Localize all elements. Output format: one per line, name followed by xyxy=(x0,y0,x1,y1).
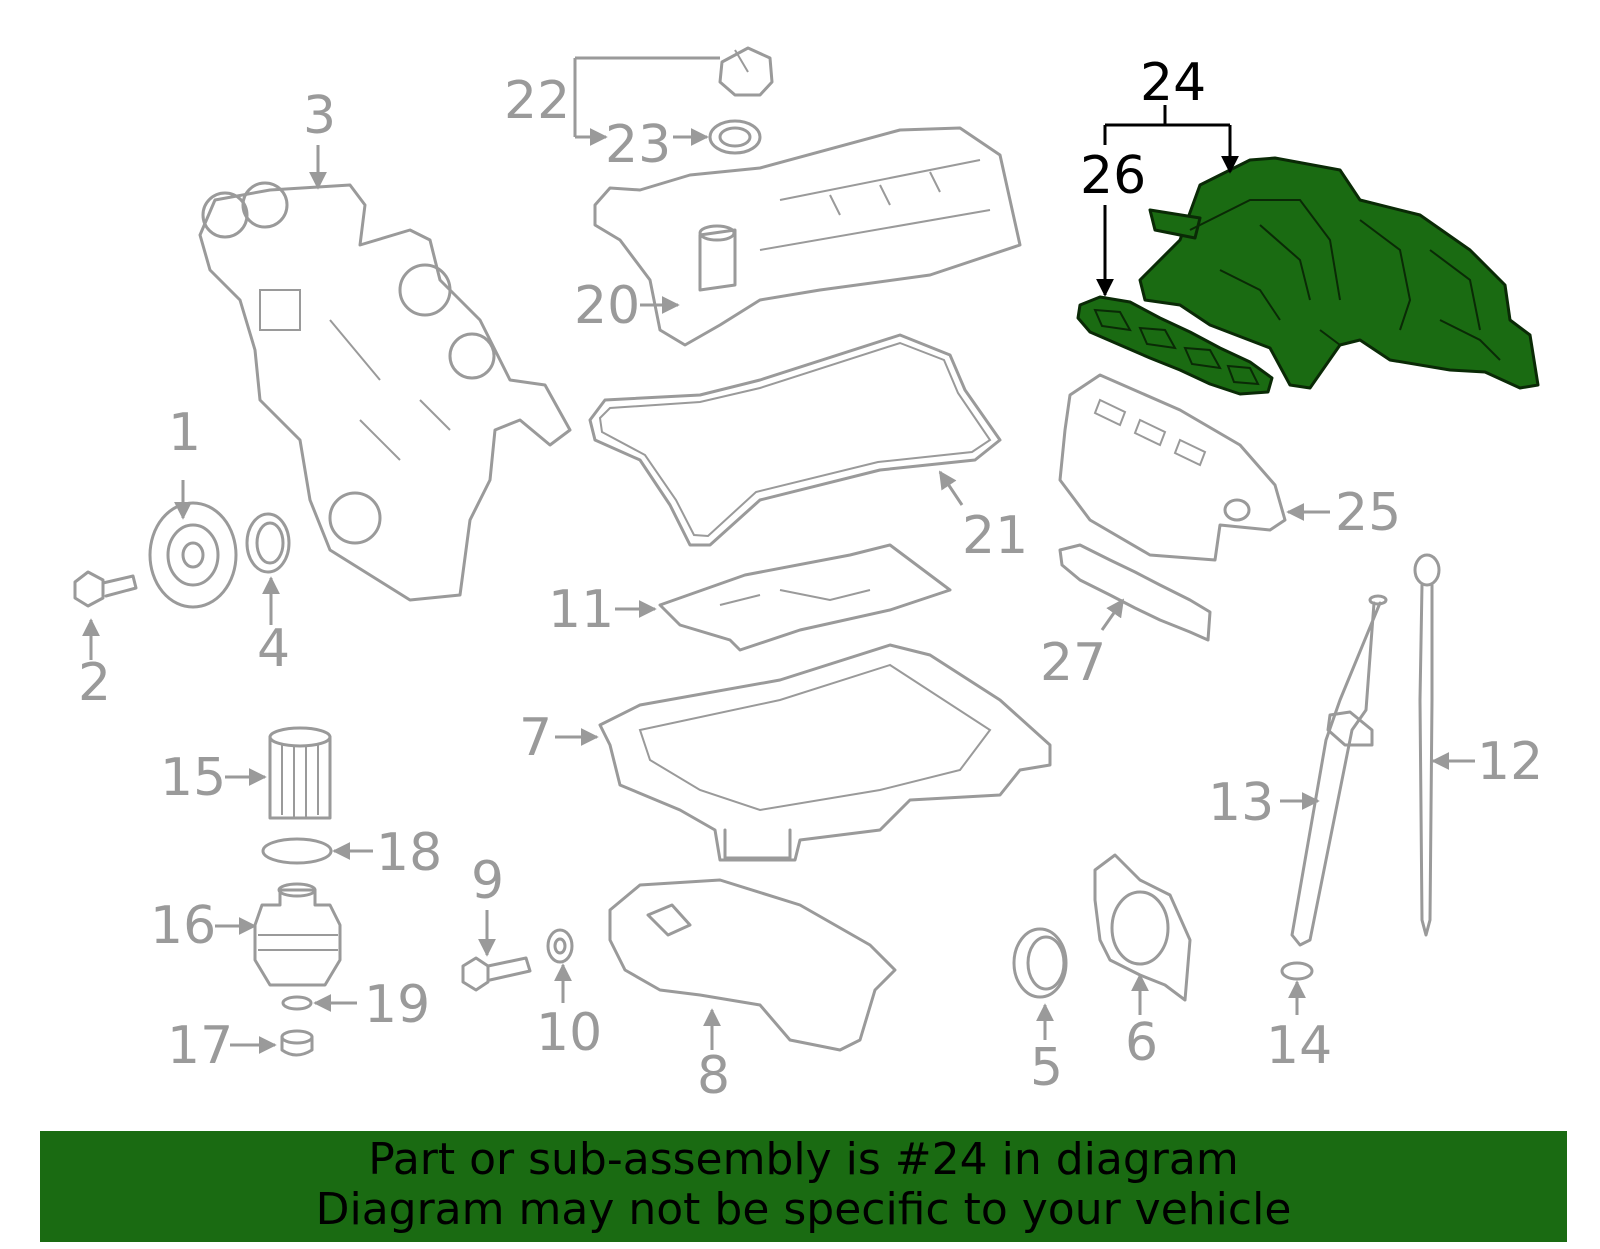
bolt-part-9 xyxy=(461,956,532,992)
dipstick-part-12 xyxy=(1413,553,1441,937)
callout-6: 6 xyxy=(1125,1013,1158,1073)
washer-part-14 xyxy=(1280,961,1314,981)
callout-20: 20 xyxy=(574,276,640,336)
upper-oil-pan-part-7 xyxy=(598,643,1052,862)
oil-seal-part-4 xyxy=(245,512,291,574)
washer-part-10 xyxy=(546,928,574,964)
callout-25: 25 xyxy=(1335,483,1401,543)
callout-21: 21 xyxy=(962,506,1028,566)
callout-23: 23 xyxy=(605,115,671,175)
oil-filter-part-15 xyxy=(268,726,332,820)
intake-manifold-part-25 xyxy=(1058,373,1287,562)
callout-18: 18 xyxy=(376,823,442,883)
leader-24 xyxy=(1105,105,1230,172)
callout-16: 16 xyxy=(150,896,216,956)
intake-plenum-part-24 xyxy=(1138,156,1540,390)
callout-7: 7 xyxy=(519,708,552,768)
washer-part-19 xyxy=(281,995,313,1011)
callout-11: 11 xyxy=(548,580,614,640)
highlight-leaders xyxy=(1096,105,1230,297)
callout-26: 26 xyxy=(1080,146,1146,206)
callout-9: 9 xyxy=(471,851,504,911)
baffle-plate-part-11 xyxy=(658,543,952,652)
dipstick-tube-part-13 xyxy=(1290,594,1388,947)
leader-21 xyxy=(938,470,964,506)
callout-10: 10 xyxy=(536,1003,602,1063)
callout-1: 1 xyxy=(168,403,201,463)
leader-lines xyxy=(82,56,1475,1054)
callout-labels: 1 2 3 4 5 6 7 8 9 10 11 12 13 14 15 16 1… xyxy=(78,53,1543,1106)
lower-oil-pan-part-8 xyxy=(608,878,897,1052)
callout-2: 2 xyxy=(78,653,111,713)
valve-cover-gasket-part-21 xyxy=(588,333,1002,547)
callout-15: 15 xyxy=(160,748,226,808)
callout-17: 17 xyxy=(167,1016,233,1076)
callout-22: 22 xyxy=(504,71,570,131)
oil-filler-cap-part-22 xyxy=(718,46,774,97)
info-banner: Part or sub-assembly is #24 in diagram D… xyxy=(40,1131,1567,1242)
intake-gasket-part-27 xyxy=(1058,543,1212,642)
leader-22 xyxy=(573,56,720,137)
callout-24: 24 xyxy=(1140,53,1206,113)
rear-oil-seal-part-5 xyxy=(1012,927,1068,999)
seal-retainer-part-6 xyxy=(1093,853,1192,1002)
callout-5: 5 xyxy=(1030,1038,1063,1098)
filter-housing-part-16 xyxy=(253,882,342,987)
callout-19: 19 xyxy=(364,975,430,1035)
valve-cover-part-20 xyxy=(593,126,1022,347)
callout-14: 14 xyxy=(1266,1016,1332,1076)
cap-gasket-part-23 xyxy=(708,119,762,155)
intake-gasket-part-26 xyxy=(1076,295,1274,396)
bolt-part-2 xyxy=(73,570,138,608)
callout-13: 13 xyxy=(1208,773,1274,833)
crank-pulley-part-1 xyxy=(148,501,238,609)
banner-line-2: Diagram may not be specific to your vehi… xyxy=(315,1184,1292,1235)
o-ring-part-18 xyxy=(261,837,333,865)
callout-3: 3 xyxy=(303,86,336,146)
banner-line-1: Part or sub-assembly is #24 in diagram xyxy=(368,1134,1239,1185)
callout-8: 8 xyxy=(697,1046,730,1106)
callout-27: 27 xyxy=(1040,633,1106,693)
callout-4: 4 xyxy=(257,619,290,679)
leader-27 xyxy=(1100,598,1125,631)
drain-plug-part-17 xyxy=(280,1029,314,1057)
callout-12: 12 xyxy=(1477,732,1543,792)
timing-cover-part-3 xyxy=(198,181,572,602)
